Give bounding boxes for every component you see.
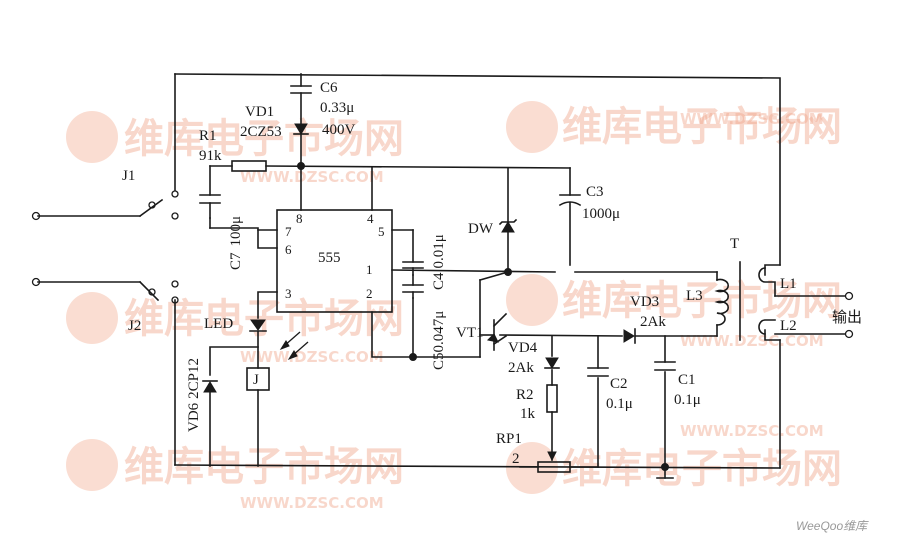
- vd3-label: VD3: [630, 294, 659, 310]
- ic-label: 555: [318, 250, 341, 266]
- c2-value: 0.1μ: [606, 396, 633, 412]
- c1-label: C1: [678, 372, 696, 388]
- watermark-text: 维库电子市场网: [124, 444, 404, 490]
- watermark-url: WWW.DZSC.COM: [680, 422, 824, 440]
- terminals: [31, 190, 854, 339]
- watermark-url: WWW.DZSC.COM: [240, 348, 384, 366]
- c2-label: C2: [610, 376, 628, 392]
- led-label: LED: [204, 316, 233, 332]
- c5-label: C50.047μ: [431, 311, 447, 370]
- relay-j: [246, 367, 270, 391]
- c6-label: C6: [320, 80, 338, 96]
- r1-label: R1: [199, 128, 217, 144]
- vd1-label: VD1: [245, 104, 274, 120]
- l1-coil: [758, 267, 776, 297]
- c3-capacitor: [558, 194, 582, 207]
- watermark-text: 维库电子市场网: [562, 278, 842, 324]
- r2-label: R2: [516, 387, 534, 403]
- dw-zener: [498, 218, 518, 233]
- ic-pin-4: 4: [367, 211, 374, 226]
- c3-value: 1000μ: [582, 206, 620, 222]
- c3-label: C3: [586, 184, 604, 200]
- vd3-value: 2Ak: [640, 314, 666, 330]
- l1-label: L1: [780, 276, 797, 292]
- labels: C6 0.33μ VD1 2CZ53 400V R1 91k J1 J2 C71…: [122, 80, 862, 467]
- watermark-logo: [66, 101, 558, 494]
- output-label: 输出: [832, 309, 862, 326]
- watermark-url: WWW.DZSC.COM: [680, 110, 824, 128]
- c4-capacitor: [402, 261, 424, 276]
- r2-value: 1k: [520, 406, 536, 422]
- ic-555: [276, 209, 393, 313]
- ic-pin-2: 2: [366, 286, 373, 301]
- vd6-diode: [202, 380, 218, 393]
- vd4-value: 2Ak: [508, 360, 534, 376]
- j1-label: J1: [122, 168, 135, 184]
- led: [249, 319, 309, 360]
- c4-label: C40.01μ: [431, 234, 447, 290]
- rp1-label: RP1: [496, 431, 522, 447]
- rp1-value: 2: [512, 451, 520, 467]
- j2-label: J2: [128, 318, 141, 334]
- watermark-url: WWW.DZSC.COM: [240, 494, 384, 512]
- watermark-text: 维库电子市场网: [562, 446, 842, 492]
- watermark-text: 维库电子市场网: [124, 116, 404, 162]
- watermark-text: 维库电子市场网: [124, 296, 404, 342]
- watermark-group: 维库电子市场网 WWW.DZSC.COM 维库电子市场网 WWW.DZSC.CO…: [66, 101, 842, 512]
- brand-watermark: WeeQoo维库: [796, 519, 869, 533]
- relay-label: J: [253, 372, 259, 388]
- c7-label: C7100μ: [228, 216, 244, 270]
- c7-capacitor: [199, 194, 221, 219]
- l3-coil: [714, 261, 741, 341]
- vd1-voltage: 400V: [322, 122, 356, 138]
- vd4-diode: [544, 357, 560, 369]
- r1-value: 91k: [199, 148, 222, 164]
- dw-label: DW: [468, 221, 494, 237]
- rp1-potentiometer: [537, 451, 571, 473]
- r1-resistor: [231, 160, 267, 172]
- l2-label: L2: [780, 318, 797, 334]
- ic-pin-1: 1: [366, 262, 373, 277]
- ic-pin-8: 8: [296, 211, 303, 226]
- t-label: T: [730, 236, 739, 252]
- vt1-transistor: [479, 312, 508, 351]
- c5-capacitor: [402, 284, 424, 299]
- ic-pin-5: 5: [378, 224, 385, 239]
- c1-value: 0.1μ: [674, 392, 701, 408]
- c6-capacitor: [290, 85, 312, 94]
- vd1-value: 2CZ53: [240, 124, 282, 140]
- c2-capacitor: [587, 367, 609, 377]
- vd6-label: VD62CP12: [186, 358, 202, 432]
- ic-pin-7: 7: [285, 224, 292, 239]
- watermark-url: WWW.DZSC.COM: [240, 168, 384, 186]
- ic-pin-6: 6: [285, 242, 292, 257]
- l3-label: L3: [686, 288, 703, 304]
- vd1-diode: [293, 123, 309, 135]
- vd3-diode: [623, 328, 636, 344]
- r2-resistor: [546, 384, 558, 413]
- c1-capacitor: [654, 361, 676, 371]
- watermark-text: 维库电子市场网: [562, 104, 842, 150]
- ic-pin-3: 3: [285, 286, 292, 301]
- l2-coil: [758, 319, 776, 335]
- junctions: [297, 162, 669, 471]
- vt1-label: VT1: [456, 325, 484, 341]
- c6-value: 0.33μ: [320, 100, 354, 116]
- vd4-label: VD4: [508, 340, 538, 356]
